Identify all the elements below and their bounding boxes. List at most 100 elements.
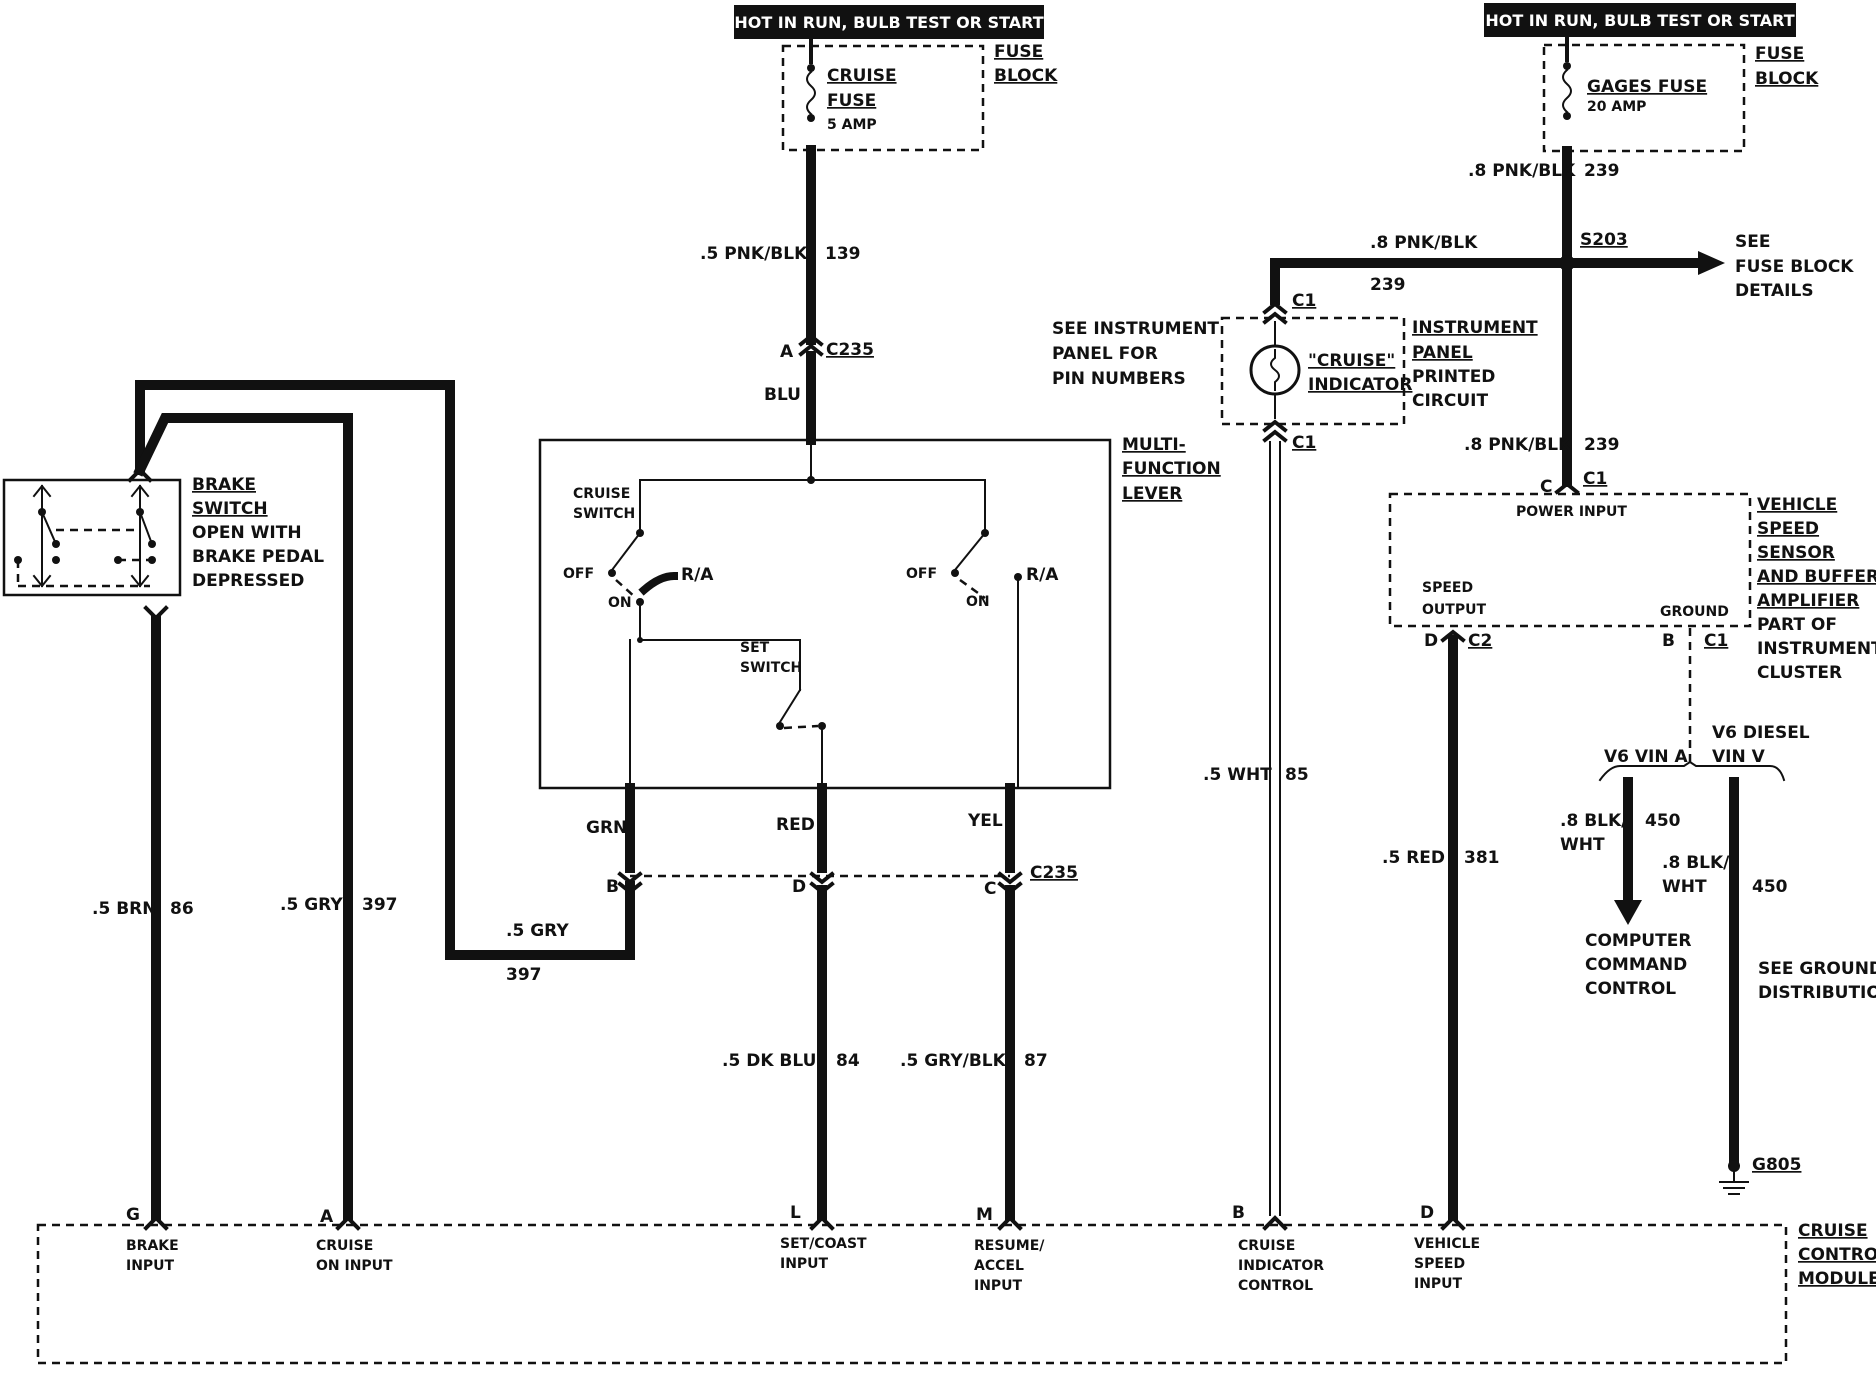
gages-fuse-name: GAGES FUSE [1587,77,1707,97]
wire-381: .5 RED 381 [1382,635,1500,1220]
module-pin-d: D VEHICLE SPEED INPUT [1414,1203,1480,1292]
vss-speed-output-2: OUTPUT [1422,602,1486,618]
wire-grn: GRN [586,783,635,873]
power-banner-left: HOT IN RUN, BULB TEST OR START [734,5,1044,39]
cruise-indicator-label-1: "CRUISE" [1308,351,1395,371]
module-pin-l: L SET/COAST INPUT [780,1203,867,1272]
vehicle-speed-sensor-box: C C1 POWER INPUT SPEED OUTPUT GROUND VEH… [1388,469,1876,683]
connector-c1-top: C1 [1262,291,1316,325]
module-pin-a: A CRUISE ON INPUT [316,1207,393,1274]
brake-switch-feed-wires [127,380,635,1220]
brake-switch-label-2: SWITCH [192,499,268,519]
vss-power-input: POWER INPUT [1516,504,1627,520]
brake-switch: BRAKE SWITCH OPEN WITH BRAKE PEDAL DEPRE… [2,475,324,597]
wire-397-b-circuit: 397 [506,965,542,985]
wire-450-b-color-1: .8 BLK/ [1662,853,1730,873]
wire-yel-label: YEL [967,811,1003,831]
computer-command-1: COMPUTER [1585,931,1691,951]
gages-fuse-block-label-1: FUSE [1755,44,1804,64]
module-pin-b-label-3: CONTROL [1238,1278,1313,1294]
mfl-cruise-switch-1: CRUISE [573,486,630,502]
cruise-fuse-block: CRUISE FUSE 5 AMP FUSE BLOCK [781,37,1058,152]
module-pin-g-letter: G [126,1205,140,1225]
brake-switch-label-3: OPEN WITH [192,523,302,543]
wire-blu-label: BLU [764,385,801,405]
wire-239-branch: .8 PNK/BLK 239 [1270,233,1572,305]
ground-g805-label: G805 [1752,1155,1801,1175]
fuse-block-details-1: SEE [1735,232,1770,252]
brake-switch-label-4: BRAKE PEDAL [192,547,324,567]
module-pin-b-letter: B [1232,1203,1245,1223]
module-pin-m-label-1: RESUME/ [974,1238,1045,1254]
brake-switch-label-5: DEPRESSED [192,571,304,591]
connector-c1-bottom-label: C1 [1292,433,1316,453]
instrument-note-3: PIN NUMBERS [1052,369,1186,389]
wire-381-color: .5 RED [1382,848,1445,868]
option-v6-vin-a: V6 VIN A [1604,747,1689,767]
fuse-block-details-2: FUSE BLOCK [1735,257,1854,277]
mfl-on-left: ON [608,595,632,611]
vss-connector-c1: C1 [1583,469,1607,489]
mfl-set-switch-1: SET [740,640,770,656]
printed-circuit-label-2: PANEL [1412,343,1473,363]
module-pin-m-label-3: INPUT [974,1278,1023,1294]
module-pin-b-label-1: CRUISE [1238,1238,1295,1254]
wire-85-color: .5 WHT [1203,765,1272,785]
printed-circuit-label-1: INSTRUMENT [1412,318,1538,338]
wire-450-a-color-1: .8 BLK/ [1560,811,1628,831]
vss-title-3: SENSOR [1757,543,1835,563]
module-pin-d-label-3: INPUT [1414,1276,1463,1292]
computer-command-3: CONTROL [1585,979,1676,999]
cruise-fuse-name-1: CRUISE [827,66,897,86]
wire-239-top-color: .8 PNK/BLK [1468,161,1576,181]
power-banner-right-text: HOT IN RUN, BULB TEST OR START [1485,11,1794,30]
cruise-fuse-block-label-2: BLOCK [994,66,1058,86]
module-title-1: CRUISE [1798,1221,1868,1241]
printed-circuit-label-3: PRINTED [1412,367,1495,387]
vss-pin-d: D [1424,631,1438,651]
wire-84-circuit: 84 [836,1051,860,1071]
vss-title-2: SPEED [1757,519,1819,539]
wire-87-circuit: 87 [1024,1051,1048,1071]
module-pin-l-label-2: INPUT [780,1256,829,1272]
vss-pin-c: C [1540,477,1552,497]
printed-circuit-label-4: CIRCUIT [1412,391,1488,411]
wire-86-circuit: 86 [170,899,194,919]
wire-239-top-circuit: 239 [1584,161,1620,181]
instrument-note-1: SEE INSTRUMENT [1052,319,1219,339]
gages-fuse-block: GAGES FUSE 20 AMP FUSE BLOCK [1542,35,1819,153]
wire-450-b-color-2: WHT [1662,877,1707,897]
gages-fuse-rating: 20 AMP [1587,99,1646,115]
wire-84-color: .5 DK BLU [722,1051,816,1071]
wire-239-branch-color: .8 PNK/BLK [1370,233,1478,253]
wire-381-circuit: 381 [1464,848,1500,868]
module-pin-m-letter: M [976,1205,993,1225]
splice-s203-label: S203 [1580,230,1628,250]
connector-c2-vss: D C2 [1424,629,1492,651]
mfl-title-3: LEVER [1122,484,1182,504]
fuse-block-details-arrow: SEE FUSE BLOCK DETAILS [1570,232,1854,301]
module-title-2: CONTROL [1798,1245,1876,1265]
vss-speed-output-1: SPEED [1422,580,1473,596]
option-vin-v: VIN V [1712,747,1766,767]
wire-450-b-circuit: 450 [1752,877,1788,897]
cruise-fuse-rating: 5 AMP [827,117,877,133]
wire-blu: BLU [764,351,816,445]
wire-239-branch-circuit: 239 [1370,275,1406,295]
instrument-panel-printed-circuit: "CRUISE" INDICATOR INSTRUMENT PANEL PRIN… [1220,316,1538,426]
wire-397: .5 GRY 397 .5 GRY 397 [280,895,569,985]
module-pin-d-label-1: VEHICLE [1414,1236,1480,1252]
connector-c235-bottom: B D C C235 [606,863,1078,899]
vss-part-of-1: PART OF [1757,615,1837,635]
wire-yel: YEL [967,783,1015,873]
wire-139: .5 PNK/BLK 139 [700,145,861,345]
module-title-3: MODULE [1798,1269,1876,1289]
connector-c235-pin-b: B [606,877,619,897]
wire-450-a-circuit: 450 [1645,811,1681,831]
module-pin-m-label-2: ACCEL [974,1258,1024,1274]
module-pin-l-label-1: SET/COAST [780,1236,867,1252]
mfl-ra-right: R/A [1026,565,1059,585]
module-pin-a-label-2: ON INPUT [316,1258,393,1274]
module-pin-d-letter: D [1420,1203,1434,1223]
